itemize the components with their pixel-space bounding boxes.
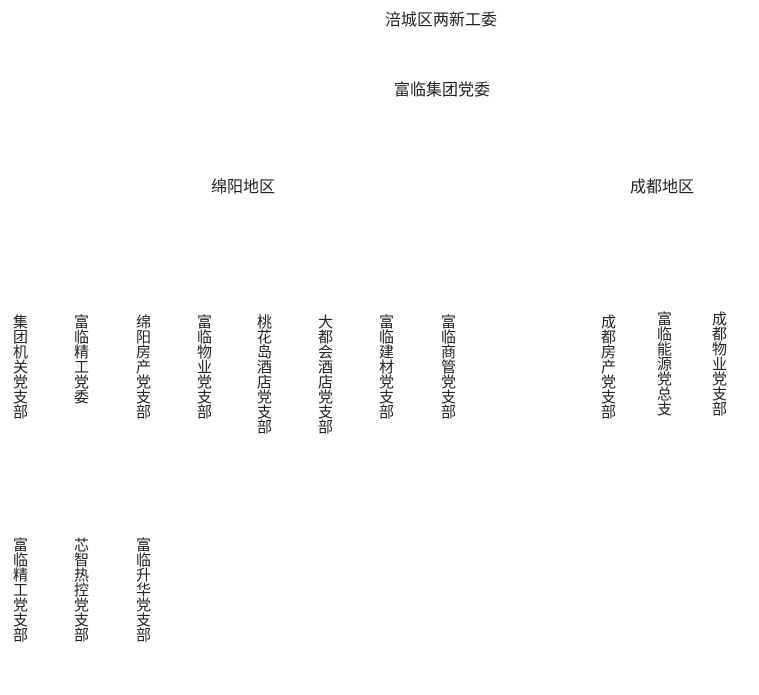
unit-node: 成都房产党支部 [599, 314, 617, 419]
region-chengdu-node: 成都地区 [630, 177, 695, 196]
unit-node: 富临精工党委 [72, 314, 90, 404]
unit-node: 富临物业党支部 [195, 314, 213, 419]
unit-node: 集团机关党支部 [11, 314, 29, 419]
unit-node: 富临能源党总支 [655, 311, 673, 416]
root-node: 涪城区两新工委 [385, 10, 498, 29]
unit-node: 桃花岛酒店党支部 [255, 314, 273, 434]
group-committee-node: 富临集团党委 [394, 80, 491, 99]
subunit-node: 芯智热控党支部 [72, 537, 90, 642]
unit-node: 富临建材党支部 [377, 314, 395, 419]
unit-node: 绵阳房产党支部 [134, 314, 152, 419]
subunit-node: 富临升华党支部 [134, 537, 152, 642]
region-mianyang-node: 绵阳地区 [211, 177, 276, 196]
unit-node: 富临商管党支部 [439, 314, 457, 419]
unit-node: 大都会酒店党支部 [316, 314, 334, 434]
unit-node: 成都物业党支部 [710, 311, 728, 416]
subunit-node: 富临精工党支部 [11, 537, 29, 642]
